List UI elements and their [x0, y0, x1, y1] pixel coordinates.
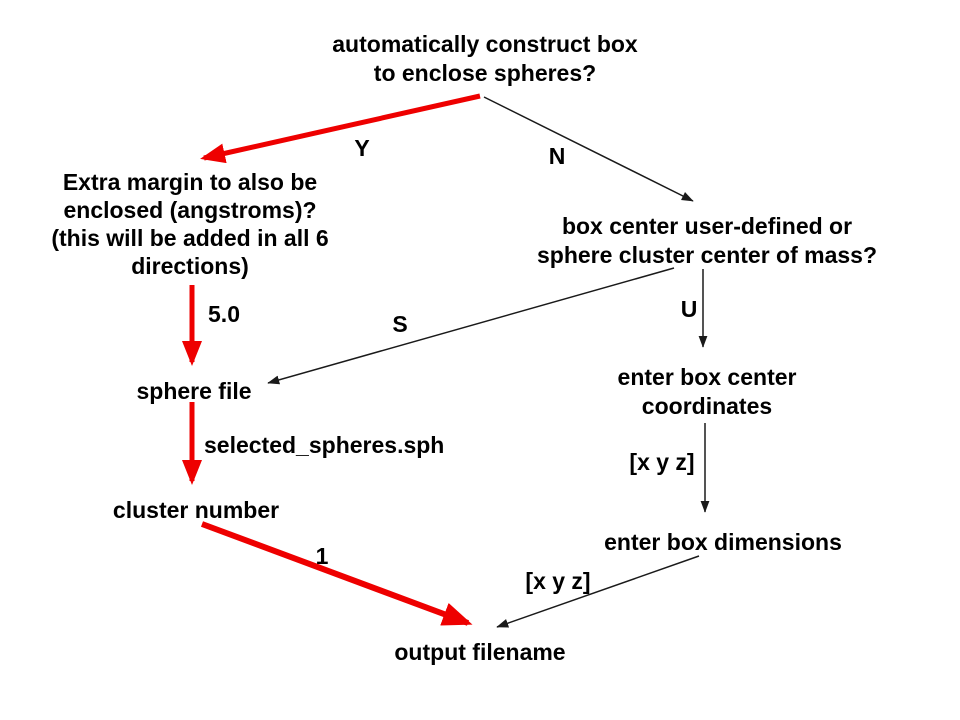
node-auto-box-question-line2: to enclose spheres? — [373, 60, 597, 86]
node-enter-box-dimensions: enter box dimensions — [604, 529, 842, 555]
edge-label-user-defined-choice: U — [680, 296, 698, 322]
edge-label-cluster-number-value: 1 — [315, 543, 329, 569]
edge-label-no: N — [548, 143, 566, 169]
node-box-center-question-line2: sphere cluster center of mass? — [536, 242, 878, 268]
node-extra-margin-line1: Extra margin to also be — [62, 169, 318, 195]
edge-no-arrow — [483, 96, 694, 202]
edge-label-yes: Y — [354, 135, 370, 161]
node-extra-margin-line4: directions) — [131, 253, 249, 279]
edge-s-arrow — [267, 267, 675, 385]
edge-label-sphere-filename-value: selected_spheres.sph — [204, 432, 445, 458]
node-box-center-question-line1: box center user-defined or — [561, 213, 853, 239]
edge-label-sphere-cluster-choice: S — [392, 311, 408, 337]
node-extra-margin-question: Extra margin to also be enclosed (angstr… — [51, 168, 328, 280]
node-enter-box-center-line2: coordinates — [641, 393, 773, 419]
node-cluster-number: cluster number — [112, 497, 280, 523]
node-box-center-question: box center user-defined or sphere cluste… — [537, 212, 877, 270]
node-auto-box-question: automatically construct box to enclose s… — [332, 30, 637, 88]
edge-label-margin-value: 5.0 — [208, 301, 240, 327]
edge-cluster-output-arrow — [200, 521, 473, 626]
edge-dims-output-arrow — [496, 555, 700, 628]
edge-label-center-coordinates-value: [x y z] — [629, 449, 695, 475]
node-enter-box-center-line1: enter box center — [617, 364, 797, 390]
node-extra-margin-line3: (this will be added in all 6 — [51, 225, 329, 251]
node-sphere-file: sphere file — [136, 378, 252, 404]
edge-yes-arrow — [200, 93, 481, 164]
node-enter-box-center: enter box center coordinates — [618, 363, 797, 421]
edge-label-box-dimensions-value: [x y z] — [525, 568, 591, 594]
node-output-filename: output filename — [394, 639, 566, 665]
node-extra-margin-line2: enclosed (angstroms)? — [63, 197, 317, 223]
node-auto-box-question-line1: automatically construct box — [332, 31, 638, 57]
